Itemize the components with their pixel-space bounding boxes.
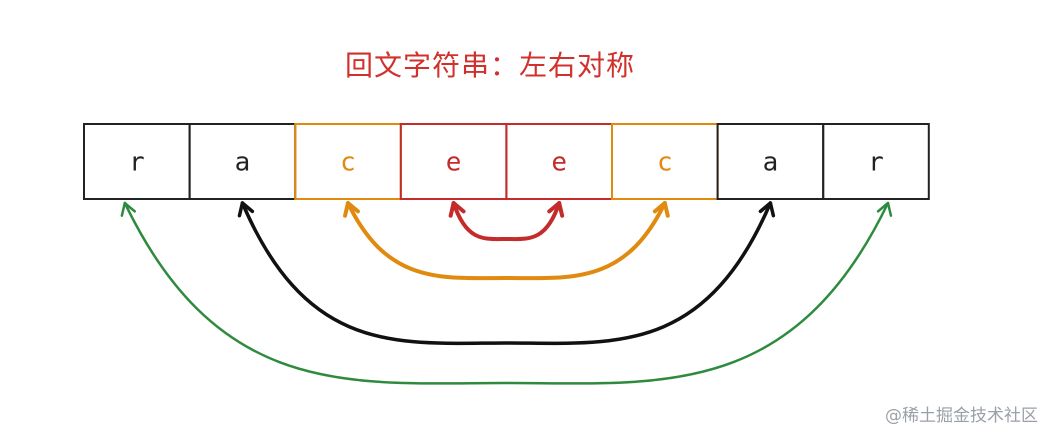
char-cell-6: a <box>716 123 825 200</box>
pair-arc-red <box>448 201 565 242</box>
cell-char: e <box>551 148 567 178</box>
arc-curve <box>346 201 667 281</box>
cell-char: c <box>340 148 356 178</box>
arrow-head <box>876 201 893 217</box>
pair-arc-orange <box>343 201 670 281</box>
char-cell-0: r <box>83 123 191 200</box>
arc-curve <box>123 201 890 385</box>
arrow-head <box>547 201 565 218</box>
char-cell-2: c <box>294 123 402 200</box>
cell-char: a <box>235 148 251 178</box>
arrow-head <box>120 201 137 217</box>
arrow-head <box>448 201 466 218</box>
arrow-head <box>652 201 670 218</box>
cell-char: r <box>129 148 145 178</box>
cell-char: e <box>446 148 462 178</box>
arc-curve <box>451 201 562 242</box>
arrow-head <box>237 201 255 218</box>
watermark: @稀土掘金技术社区 <box>885 406 1038 426</box>
cell-box <box>822 123 930 200</box>
pair-arc-black <box>237 201 776 346</box>
char-cell-4: e <box>505 123 613 200</box>
arc-curve <box>240 201 773 346</box>
char-cell-3: e <box>399 123 508 200</box>
pair-arc-green <box>120 201 893 385</box>
cell-char: c <box>657 148 673 178</box>
char-cell-5: c <box>611 123 719 200</box>
arrow-head <box>758 201 776 218</box>
char-cell-7: r <box>822 123 930 200</box>
cell-char: a <box>763 148 779 178</box>
char-cell-1: a <box>188 123 297 200</box>
pair-arcs <box>120 201 893 385</box>
arrow-head <box>343 201 360 218</box>
cell-char: r <box>868 148 884 178</box>
diagram-title: 回文字符串：左右对称 <box>344 49 635 82</box>
